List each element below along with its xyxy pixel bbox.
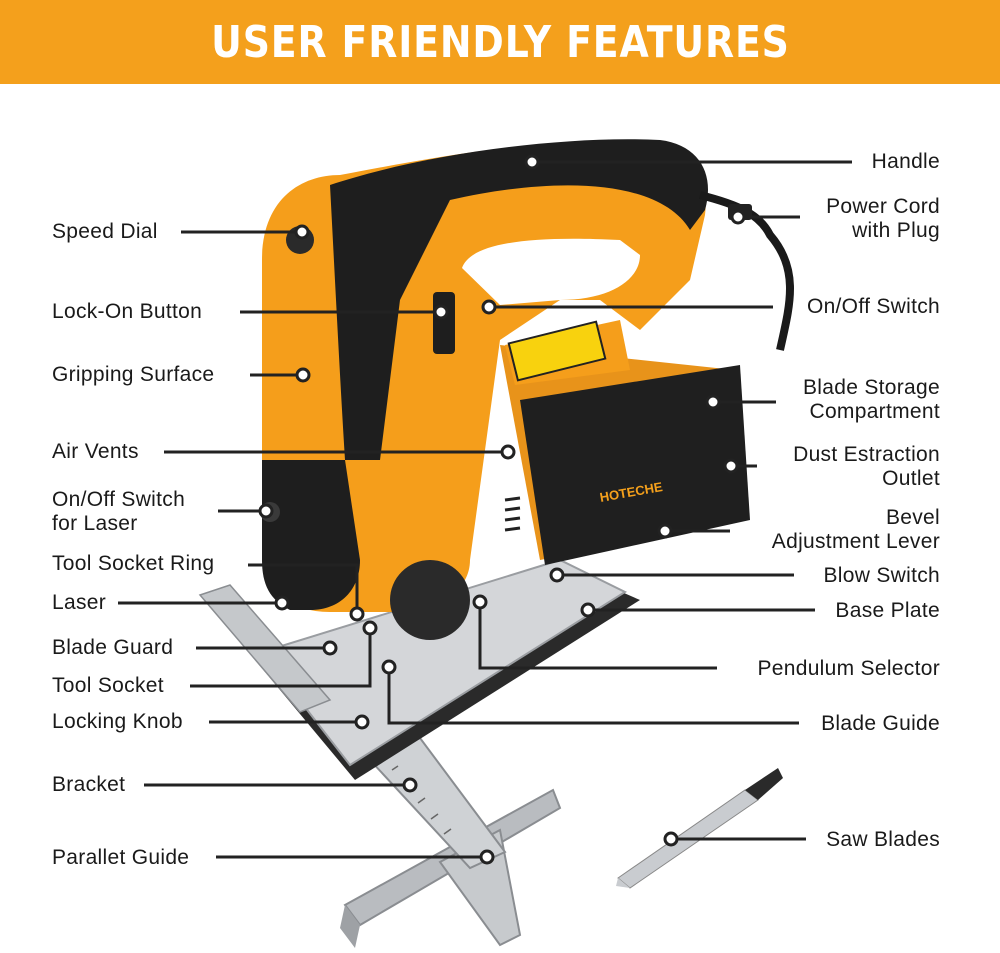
jigsaw-illustration: HOTECHE [118, 139, 852, 948]
title-banner: USER FRIENDLY FEATURES [0, 0, 1000, 84]
label-lock-on-button: Lock-On Button [52, 300, 203, 323]
label-parallel-guide: Parallet Guide [52, 846, 190, 869]
label-blade-guide: Blade Guide [821, 712, 940, 735]
label-bracket: Bracket [52, 773, 126, 796]
label-laser-switch-line2: for Laser [52, 512, 138, 535]
label-power-cord-line2: with Plug [852, 219, 940, 242]
label-gripping-surface: Gripping Surface [52, 363, 215, 386]
label-base-plate: Base Plate [835, 599, 940, 622]
saw-blade [616, 768, 783, 889]
label-blade-storage-line1: Blade Storage [803, 376, 940, 399]
label-on-off-switch: On/Off Switch [806, 295, 940, 318]
label-dust-extraction: Dust Estraction Outlet [793, 443, 940, 491]
label-blow-switch: Blow Switch [823, 564, 940, 587]
label-locking-knob: Locking Knob [52, 710, 183, 733]
parallel-guide [340, 736, 562, 948]
leader-lines [118, 160, 852, 859]
label-tool-socket: Tool Socket [52, 674, 164, 697]
label-bevel-lever: Bevel Adjustment Lever [772, 506, 940, 554]
label-pendulum-selector: Pendulum Selector [757, 657, 940, 680]
label-handle: Handle [871, 150, 940, 173]
label-bevel-lever-line1: Bevel [885, 506, 940, 529]
label-blade-guard: Blade Guard [52, 636, 174, 659]
label-dust-extraction-line2: Outlet [882, 467, 940, 490]
tool-body: HOTECHE [260, 139, 750, 640]
label-bevel-lever-line2: Adjustment Lever [771, 530, 940, 553]
page-title: USER FRIENDLY FEATURES [210, 16, 790, 68]
label-saw-blades: Saw Blades [826, 828, 940, 851]
label-laser-switch-line1: On/Off Switch [52, 488, 186, 511]
leader-dots [258, 154, 746, 865]
label-laser-switch: On/Off Switch for Laser [52, 488, 185, 536]
label-blade-storage: Blade Storage Compartment [803, 376, 940, 424]
label-blade-storage-line2: Compartment [809, 400, 940, 423]
label-dust-extraction-line1: Dust Estraction [793, 443, 940, 466]
label-speed-dial: Speed Dial [52, 220, 158, 243]
label-tool-socket-ring: Tool Socket Ring [52, 552, 215, 575]
label-laser: Laser [52, 591, 107, 614]
label-power-cord: Power Cord with Plug [826, 195, 940, 243]
label-power-cord-line1: Power Cord [826, 195, 940, 218]
label-air-vents: Air Vents [52, 440, 139, 463]
